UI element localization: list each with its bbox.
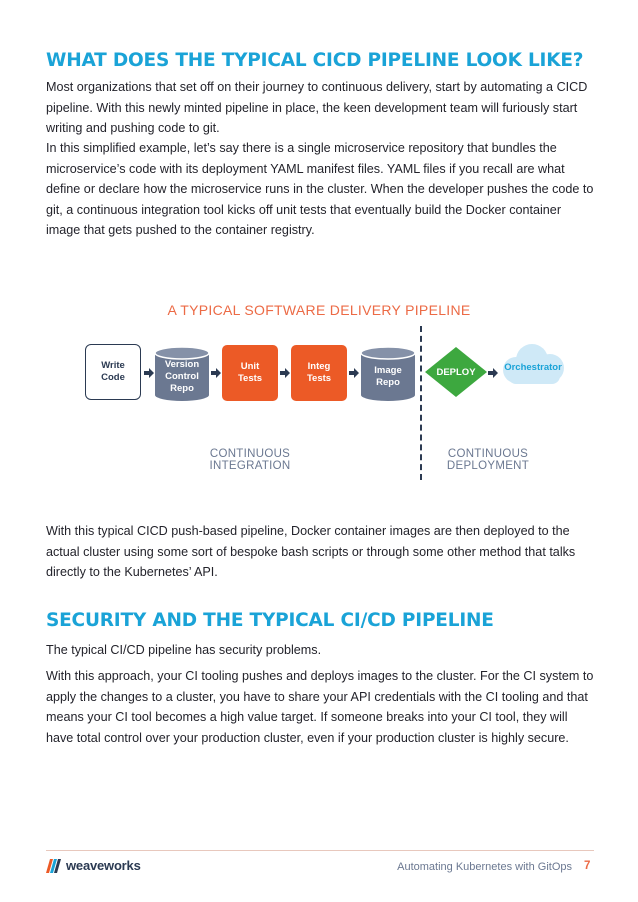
continuous-deployment-label: CONTINUOUS DEPLOYMENT bbox=[446, 448, 530, 472]
integ-tests-box: Integ Tests bbox=[291, 345, 347, 401]
cloud-icon bbox=[503, 344, 564, 384]
version-control-repo-cylinder: Version Control Repo bbox=[154, 346, 210, 402]
integ-tests-label: Integ Tests bbox=[306, 361, 332, 384]
write-code-label: Write Code bbox=[101, 360, 125, 383]
deploy-diamond: DEPLOY bbox=[424, 346, 488, 398]
weaveworks-logo-icon bbox=[46, 858, 61, 873]
unit-tests-box: Unit Tests bbox=[222, 345, 278, 401]
orchestrator-cloud: Orchestrator bbox=[496, 342, 570, 388]
arrow-icon bbox=[211, 368, 221, 378]
orchestrator-label: Orchestrator bbox=[504, 361, 562, 373]
continuous-integration-label: CONTINUOUS INTEGRATION bbox=[209, 448, 291, 472]
paragraph-push-based: With this typical CICD push-based pipeli… bbox=[46, 524, 576, 579]
footer-document-title: Automating Kubernetes with GitOps bbox=[397, 861, 572, 873]
deploy-label: DEPLOY bbox=[436, 366, 476, 378]
section-heading-cicd: WHAT DOES THE TYPICAL CICD PIPELINE LOOK… bbox=[46, 50, 584, 71]
section-heading-security: SECURITY AND THE TYPICAL CI/CD PIPELINE bbox=[46, 610, 494, 631]
paragraph-security-problems: The typical CI/CD pipeline has security … bbox=[46, 643, 322, 657]
image-repo-cylinder: Image Repo bbox=[360, 346, 416, 402]
arrow-icon bbox=[488, 368, 498, 378]
database-icon bbox=[154, 346, 210, 401]
arrow-icon bbox=[349, 368, 359, 378]
image-repo-label: Image Repo bbox=[374, 365, 402, 388]
write-code-box: Write Code bbox=[85, 344, 141, 400]
diamond-icon bbox=[425, 347, 487, 397]
arrow-icon bbox=[280, 368, 290, 378]
pipeline-diagram: A TYPICAL SOFTWARE DELIVERY PIPELINE Wri… bbox=[0, 290, 638, 490]
version-control-label: Version Control Repo bbox=[164, 359, 200, 394]
paragraph-intro: Most organizations that set off on their… bbox=[46, 80, 588, 135]
paragraph-security-detail: With this approach, your CI tooling push… bbox=[46, 669, 594, 745]
footer-divider bbox=[46, 850, 594, 851]
unit-tests-label: Unit Tests bbox=[237, 361, 263, 384]
arrow-icon bbox=[144, 368, 154, 378]
logo-text: weaveworks bbox=[66, 858, 141, 873]
database-icon bbox=[360, 346, 416, 401]
paragraph-example: In this simplified example, let’s say th… bbox=[46, 141, 594, 237]
page-number: 7 bbox=[584, 860, 591, 872]
weaveworks-logo: weaveworks bbox=[46, 858, 141, 873]
ci-cd-divider bbox=[420, 326, 422, 480]
diagram-title: A TYPICAL SOFTWARE DELIVERY PIPELINE bbox=[167, 302, 471, 318]
